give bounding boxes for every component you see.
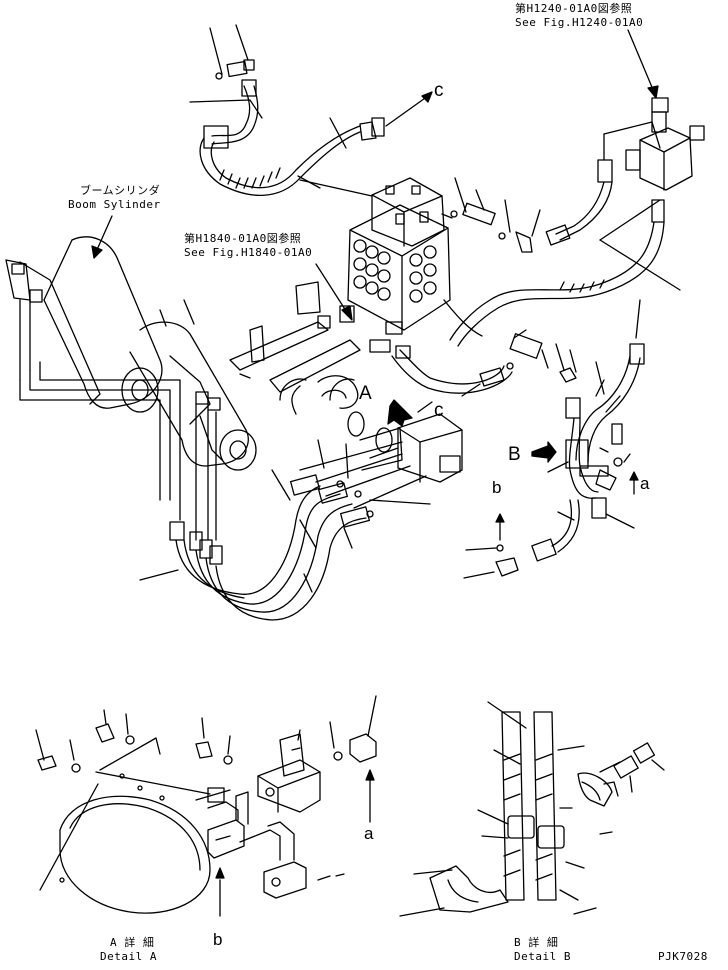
detail-a-drawing (36, 696, 376, 916)
right-hose-clamp (464, 300, 644, 578)
center-bracket (230, 264, 604, 396)
detail-a-title-en: Detail A (100, 950, 157, 963)
ref-center-en: See Fig.H1840-01A0 (184, 246, 313, 259)
ref-top-right-jp: 第H1240-01A0図参照 (515, 2, 633, 15)
boom-cylinder-en: Boom Sylinder (68, 198, 161, 211)
detail-b-title-jp: B 詳 細 (514, 936, 559, 949)
boom-cylinder-jp: ブームシリンダ (80, 184, 161, 197)
marker-c-upper: c (434, 80, 444, 101)
control-valve (348, 178, 540, 336)
lower-hose-bundle (140, 440, 430, 620)
ref-center-jp: 第H1840-01A0図参照 (184, 232, 302, 245)
detail-b-drawing (400, 702, 664, 916)
ref-top-right-en: See Fig.H1240-01A0 (515, 16, 644, 29)
figure-code: PJK7028 (658, 950, 708, 963)
detail-b-title-en: Detail B (514, 950, 571, 963)
marker-a-upper: a (640, 474, 650, 493)
boom-cylinder (6, 216, 256, 540)
marker-c-mid: c (434, 400, 444, 421)
marker-b-detail: b (213, 930, 223, 949)
manifold-block (280, 376, 462, 508)
detail-a-title-jp: A 詳 細 (110, 936, 155, 949)
marker-A: A (359, 383, 373, 404)
marker-B: B (508, 444, 522, 465)
top-right-block (450, 30, 704, 346)
marker-b-upper: b (492, 478, 502, 497)
marker-a-detail: a (364, 824, 374, 843)
upper-hose-assembly (190, 25, 432, 196)
